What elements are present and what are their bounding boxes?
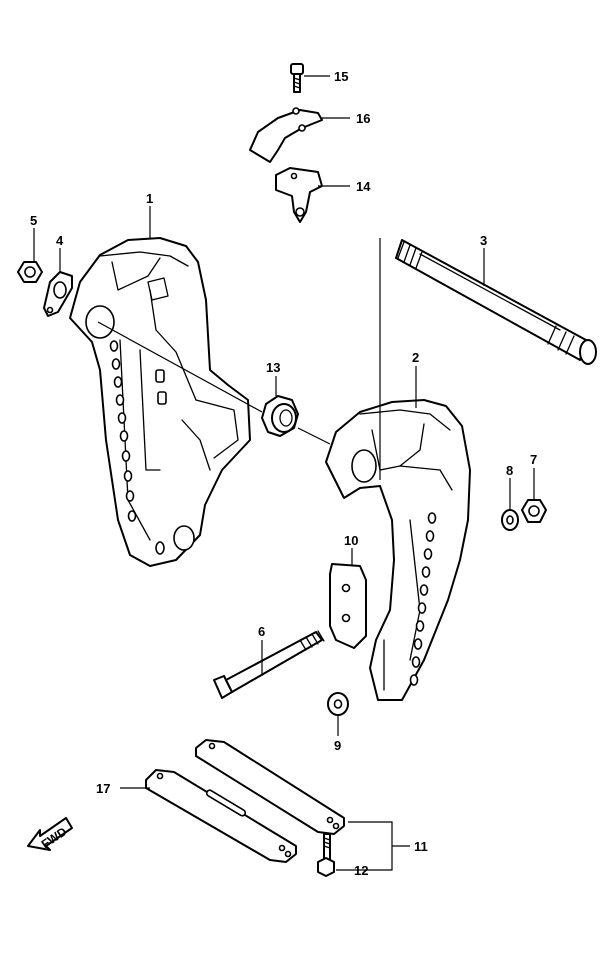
callout-13: 13 <box>266 360 280 375</box>
callout-16: 16 <box>356 111 370 126</box>
part-16-bracket <box>249 107 323 163</box>
callout-2: 2 <box>412 350 419 365</box>
leader-lines <box>33 75 535 871</box>
part-14-bracket <box>275 167 323 223</box>
part-17-plate-upper <box>195 739 345 835</box>
part-13-bushing <box>261 395 299 437</box>
part-2-clamp-bracket <box>325 399 471 701</box>
part-9-washer <box>327 692 349 716</box>
callout-17: 17 <box>96 781 110 796</box>
callout-labels: 1 2 3 4 5 6 7 8 9 10 11 12 13 14 15 16 1… <box>30 69 537 878</box>
callout-14: 14 <box>356 179 371 194</box>
forward-arrow-icon: FWD <box>27 817 73 851</box>
assembly-lines <box>97 238 381 480</box>
part-5-nut <box>17 261 43 283</box>
callout-3: 3 <box>480 233 487 248</box>
part-17-plate-lower <box>145 769 297 863</box>
part-15-bolt <box>290 63 304 93</box>
callout-15: 15 <box>334 69 348 84</box>
callout-11: 11 <box>414 839 428 854</box>
part-7-nut <box>521 499 547 523</box>
callout-12: 12 <box>354 863 368 878</box>
callout-5: 5 <box>30 213 37 228</box>
part-1-clamp-bracket <box>69 237 251 567</box>
callout-4: 4 <box>56 233 64 248</box>
callout-8: 8 <box>506 463 513 478</box>
part-12-bolt <box>317 833 335 877</box>
part-6-bolt <box>213 630 325 699</box>
callout-6: 6 <box>258 624 265 639</box>
part-10-plate <box>329 563 367 649</box>
callout-1: 1 <box>146 191 153 206</box>
adjustment-holes <box>109 340 137 522</box>
callout-7: 7 <box>530 452 537 467</box>
callout-9: 9 <box>334 738 341 753</box>
part-4-plate <box>43 271 73 317</box>
adjustment-holes <box>409 512 437 686</box>
callout-10: 10 <box>344 533 358 548</box>
part-8-washer <box>501 509 519 531</box>
part-3-tilt-tube <box>395 239 597 365</box>
